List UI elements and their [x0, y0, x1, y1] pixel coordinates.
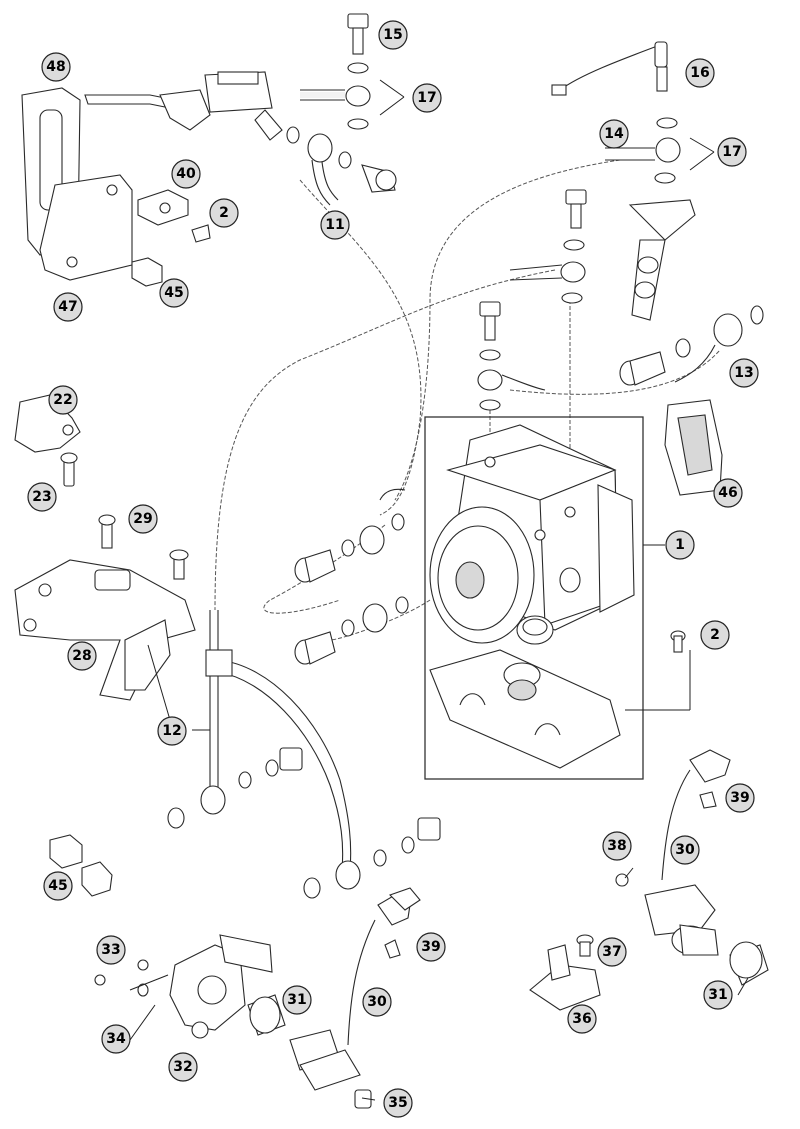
callout-39-front: 39	[416, 932, 446, 962]
abs-hydraulic-unit	[429, 424, 635, 769]
rear-banjo-fittings	[619, 305, 764, 386]
svg-text:1: 1	[675, 537, 685, 553]
callout-1: 1	[665, 530, 695, 560]
callout-2-abs: 2	[700, 620, 730, 650]
svg-text:31: 31	[287, 992, 306, 1008]
callout-22: 22	[48, 385, 78, 415]
callout-39-rear: 39	[725, 783, 755, 813]
hose-holder-28	[14, 559, 196, 701]
svg-text:32: 32	[173, 1059, 192, 1075]
callout-30-rear: 30	[670, 835, 700, 865]
callout-48: 48	[41, 52, 71, 82]
svg-text:12: 12	[162, 723, 181, 739]
callout-30-front: 30	[362, 987, 392, 1017]
brake-hose-12	[167, 610, 441, 899]
svg-text:11: 11	[325, 217, 344, 233]
callout-29: 29	[128, 504, 158, 534]
svg-text:40: 40	[176, 166, 196, 182]
svg-text:45: 45	[48, 878, 67, 894]
svg-text:30: 30	[367, 994, 387, 1010]
bolts-29	[98, 514, 189, 580]
svg-text:16: 16	[690, 65, 709, 81]
front-master-cylinder	[84, 71, 283, 141]
svg-text:2: 2	[219, 205, 229, 221]
callout-17-rear: 17	[717, 137, 747, 167]
svg-text:35: 35	[388, 1095, 407, 1111]
callout-16: 16	[685, 58, 715, 88]
svg-text:2: 2	[710, 627, 720, 643]
callout-33: 33	[96, 935, 126, 965]
callout-40: 40	[171, 159, 201, 189]
lever-bracket	[21, 87, 133, 281]
svg-text:22: 22	[53, 392, 72, 408]
callout-13: 14	[599, 119, 629, 149]
svg-text:31: 31	[708, 987, 727, 1003]
abs-unit-frame	[424, 416, 644, 780]
svg-text:28: 28	[72, 648, 91, 664]
rear-speed-sensor	[529, 630, 769, 1011]
svg-text:37: 37	[602, 944, 621, 960]
bracket-22	[14, 394, 81, 487]
svg-text:30: 30	[675, 842, 695, 858]
svg-text:38: 38	[607, 838, 626, 854]
front-speed-sensor	[94, 887, 421, 1109]
callout-38: 38	[602, 831, 632, 861]
callout-12: 12	[157, 716, 187, 746]
abs-banjo-stack	[477, 189, 587, 411]
callouts: 15 17 11 48 40 2 45 47 16 14 17 13 22 23…	[27, 20, 759, 1118]
svg-text:33: 33	[101, 942, 120, 958]
svg-text:17: 17	[722, 144, 741, 160]
svg-text:23: 23	[32, 489, 51, 505]
callout-15: 15	[378, 20, 408, 50]
leader-lines	[129, 79, 749, 1101]
svg-text:29: 29	[133, 511, 152, 527]
callout-45-top: 45	[159, 278, 189, 308]
clips-45-lower	[49, 834, 113, 897]
callout-47: 47	[53, 292, 83, 322]
callout-23: 23	[27, 482, 57, 512]
callout-17-front: 17	[412, 83, 442, 113]
cover-46	[664, 399, 723, 496]
callout-34: 34	[101, 1024, 131, 1054]
svg-text:46: 46	[718, 485, 737, 501]
svg-text:39: 39	[730, 790, 749, 806]
svg-text:17: 17	[417, 90, 436, 106]
callout-32: 32	[168, 1052, 198, 1082]
callout-14: 13	[729, 358, 759, 388]
abs-left-fittings	[294, 488, 409, 665]
svg-text:34: 34	[106, 1031, 126, 1047]
svg-text:47: 47	[58, 299, 77, 315]
callout-31-front: 31	[282, 985, 312, 1015]
svg-text:13: 13	[734, 365, 753, 381]
callout-36: 36	[567, 1004, 597, 1034]
callout-31-rear: 31	[703, 980, 733, 1010]
svg-text:15: 15	[383, 27, 402, 43]
callout-11: 11	[320, 210, 350, 240]
svg-text:48: 48	[46, 59, 65, 75]
clamp-and-clips	[131, 189, 211, 287]
callout-45-lower: 45	[43, 871, 73, 901]
callout-35: 35	[383, 1088, 413, 1118]
callout-28: 28	[67, 641, 97, 671]
svg-text:45: 45	[164, 285, 183, 301]
callout-37: 37	[597, 937, 627, 967]
callout-2-top: 2	[209, 198, 239, 228]
svg-text:36: 36	[572, 1011, 591, 1027]
callout-46: 46	[713, 478, 743, 508]
svg-text:39: 39	[421, 939, 440, 955]
svg-text:14: 14	[604, 126, 624, 142]
front-banjo-fittings	[286, 13, 397, 206]
